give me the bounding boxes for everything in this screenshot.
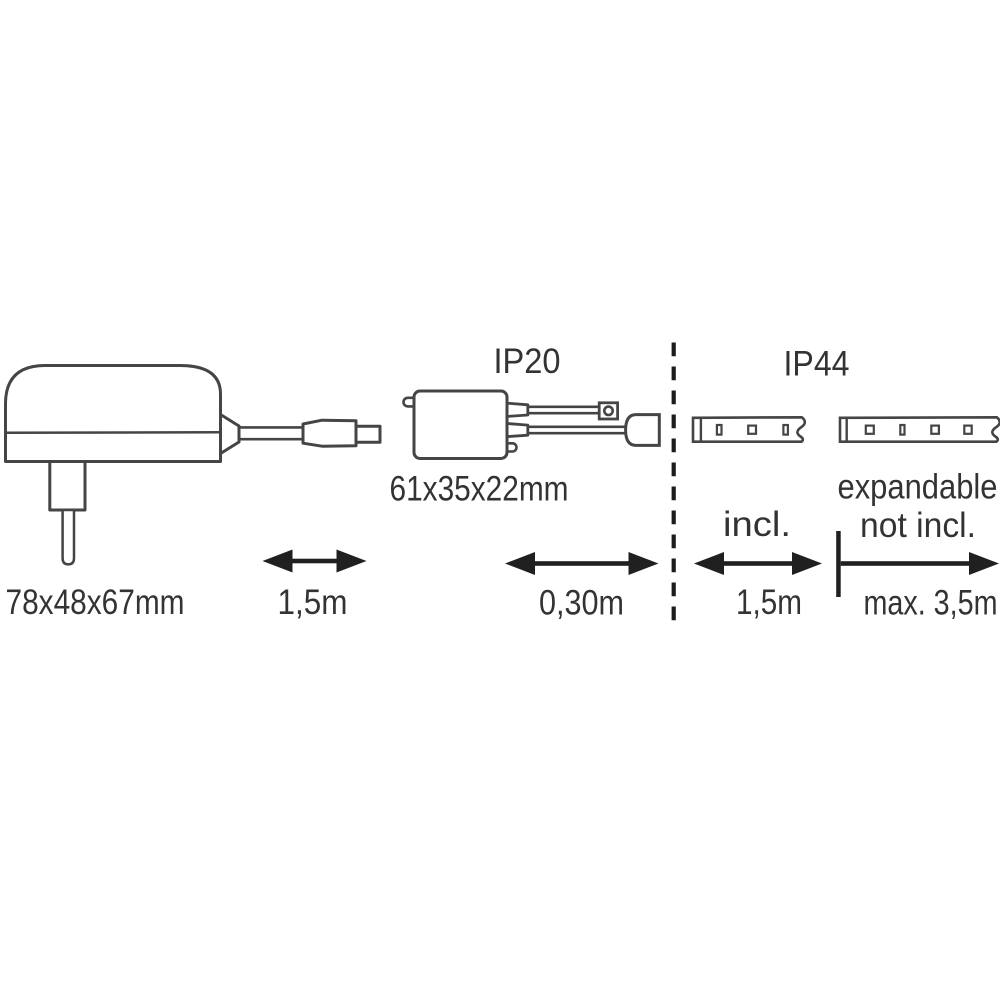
svg-text:IP44: IP44 [784, 345, 850, 384]
svg-text:expandable: expandable [838, 468, 998, 507]
svg-text:78x48x67mm: 78x48x67mm [6, 583, 185, 622]
svg-text:1,5m: 1,5m [736, 583, 802, 622]
svg-text:incl.: incl. [723, 505, 791, 544]
svg-text:61x35x22mm: 61x35x22mm [390, 470, 569, 509]
svg-text:1,5m: 1,5m [278, 583, 348, 622]
svg-text:0,30m: 0,30m [539, 584, 624, 623]
svg-text:max. 3,5m: max. 3,5m [864, 584, 998, 623]
svg-text:IP20: IP20 [494, 342, 561, 381]
svg-text:not incl.: not incl. [860, 506, 976, 545]
